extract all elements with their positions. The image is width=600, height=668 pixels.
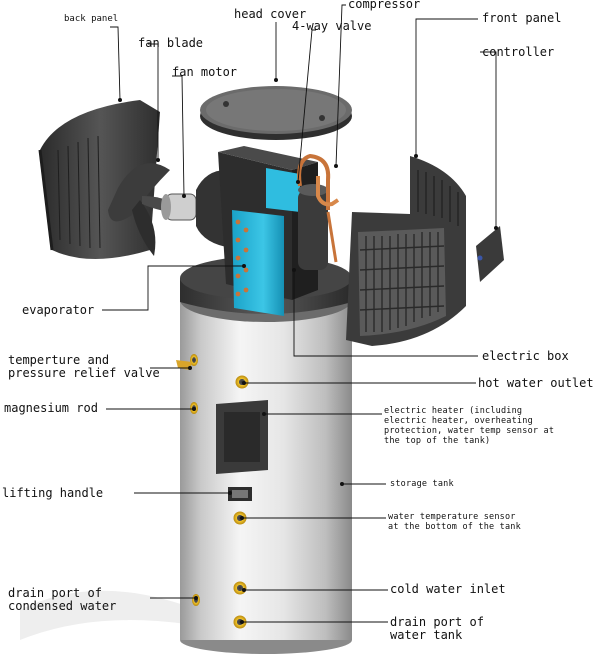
port-hot-water-outlet [235,375,249,389]
port-relief-valve [190,354,198,366]
label-fan-blade: fan blade [138,36,204,50]
label-cold-water-inlet: cold water inlet [390,582,506,596]
label-hot-water-outlet: hot water outlet [478,376,594,390]
label-water-temp-sensor: water temperature sensor at the bottom o… [388,512,521,532]
label-4-way-valve: 4-way valve [292,19,372,33]
front-panel [346,156,466,346]
label-front-panel: front panel [482,11,562,25]
label-storage-tank: storage tank [390,479,454,489]
label-fan-motor: fan motor [172,65,238,79]
label-compressor: compressor [348,0,421,11]
label-evaporator: evaporator [22,303,95,317]
label-drain-condensed: drain port of condensed water [8,586,117,613]
background-swirl [20,590,260,640]
leader-lines [102,4,497,623]
fan-motor [161,193,197,221]
label-head-cover: head cover [234,7,307,21]
label-back-panel: back panel [64,14,119,24]
lifting-handle [228,487,252,501]
relief-valve-fitting [176,360,192,370]
label-drain-tank: drain port of water tank [390,615,484,642]
back-panel [38,100,160,259]
head-cover [200,86,352,140]
label-controller: controller [482,45,555,59]
label-electric-heater: electric heater (including electric heat… [384,406,555,446]
label-magnesium-rod: magnesium rod [4,401,98,415]
label-relief-valve: temperture and pressure relief valve [8,353,160,380]
label-electric-box: electric box [482,349,569,363]
leader-dots [118,78,498,624]
evaporator-coil [232,168,300,316]
label-lifting-handle: lifting handle [2,486,104,500]
port-cold-water-inlet [233,581,247,595]
controller [476,226,504,282]
electric-heater-door [216,400,268,474]
